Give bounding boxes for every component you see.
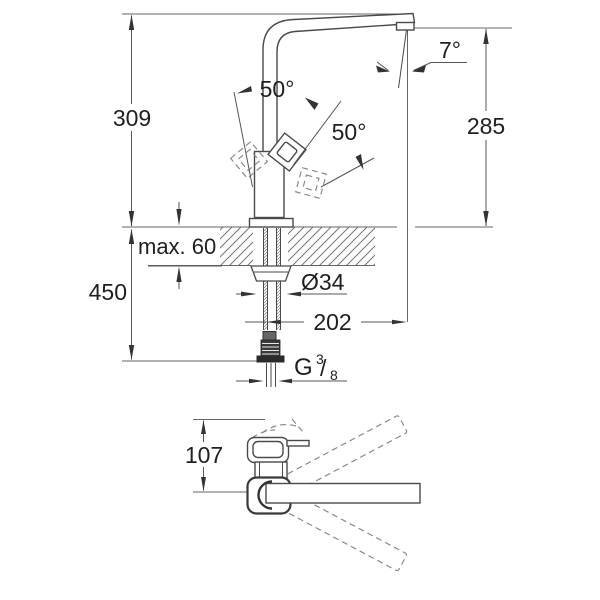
- label-spout-outlet-height: 285: [467, 113, 505, 139]
- lever-handle-swung-right-dashed: [294, 166, 328, 200]
- dimension-spout-projection: 202: [245, 309, 407, 335]
- mounting-nut-bracket: [250, 265, 292, 282]
- dimension-285: 285: [467, 28, 505, 227]
- supply-connector-cap: [262, 331, 277, 341]
- faucet-top-view: [193, 415, 421, 572]
- dimension-hole-diameter: Ø34: [236, 269, 347, 297]
- supply-nut: [256, 355, 285, 363]
- label-outlet-angle: 7°: [439, 37, 461, 63]
- handle-swing-dashed-arc-1: [261, 423, 300, 434]
- dimension-connection-thread: G 3 / 8: [236, 351, 347, 384]
- label-top-view-depth: 107: [185, 442, 223, 468]
- dimension-max-deck-thickness: max. 60: [138, 202, 222, 289]
- lever-handle-swung-left-dashed: [229, 140, 269, 180]
- label-swivel-right: 50°: [332, 119, 367, 145]
- label-thread-slash: /: [320, 355, 327, 381]
- dimension-swivel-right: 50°: [293, 97, 375, 188]
- dimension-107: 107: [185, 420, 223, 492]
- label-height-above-deck: 309: [113, 105, 151, 131]
- top-view-handle-inner: [252, 440, 284, 459]
- base-flange: [248, 217, 294, 228]
- supply-hose-tails: [266, 363, 276, 387]
- label-thread-g: G: [294, 354, 313, 381]
- spout-swung-down-dashed: [277, 489, 408, 572]
- faucet-side-view: [229, 12, 416, 228]
- top-view-spout-arm: [265, 482, 421, 504]
- countertop-hatch-right: [288, 227, 375, 265]
- dimension-450: 450: [89, 229, 135, 360]
- dimension-outlet-angle: 7°: [376, 37, 467, 73]
- handle-swing-dashed-arc-2: [251, 429, 276, 439]
- top-view-spout-pivot: [257, 480, 273, 510]
- label-thread-denominator: 8: [330, 367, 338, 383]
- stream-direction-line: [398, 29, 407, 89]
- label-hole-diameter: Ø34: [301, 269, 345, 295]
- top-view-lever-bar: [286, 439, 310, 447]
- countertop-section: [220, 227, 375, 265]
- dimension-swivel-left: 50°: [233, 76, 295, 188]
- label-max-deck-thickness: max. 60: [138, 234, 216, 259]
- label-thread-numerator: 3: [316, 351, 324, 367]
- label-below-deck-length: 450: [89, 279, 127, 305]
- aerator: [395, 21, 415, 31]
- countertop-hatch-left: [220, 227, 253, 265]
- handle-swing-dashed-tick: [291, 418, 304, 433]
- mounting-shank: [250, 228, 292, 387]
- label-spout-projection: 202: [313, 309, 351, 335]
- dimension-309: 309: [113, 14, 151, 227]
- spout-swung-up-dashed: [277, 415, 408, 497]
- label-swivel-left: 50°: [260, 76, 295, 102]
